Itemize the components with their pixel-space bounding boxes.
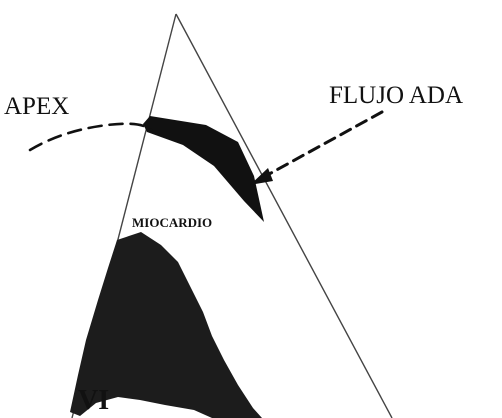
apex-dashed-curve [30,124,151,150]
flujo-arrow [250,112,382,185]
miocardio-label: MIOCARDIO [132,215,212,230]
flujo-ada-label: FLUJO ADA [329,82,463,109]
vi-label: VI [78,385,109,416]
ada-flow-band [143,116,264,222]
apex-label: APEX [4,93,69,120]
flujo-arrow-shaft [262,112,382,178]
